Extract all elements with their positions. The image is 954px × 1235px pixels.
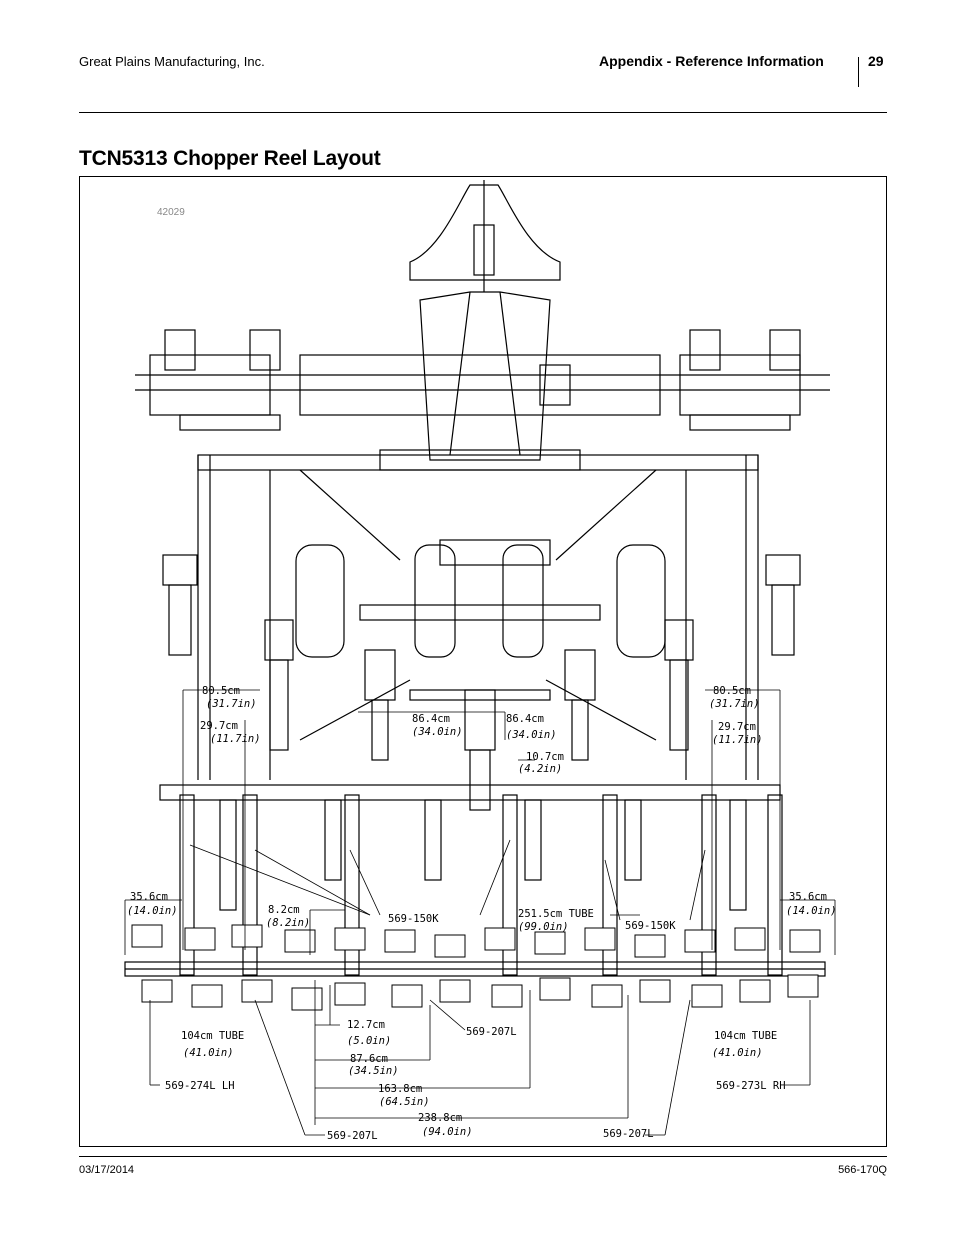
dim-label: (14.0in) [786,905,837,917]
dim-label: (4.2in) [518,763,562,775]
dim-label: (5.0in) [347,1035,391,1047]
page-number: 29 [868,53,884,69]
figure-id: 42029 [157,207,185,218]
dim-label: 8.2cm [268,904,300,916]
tongue-frame [419,291,551,461]
dim-label: 86.4cm [412,713,450,725]
control-box [539,364,571,406]
dim-label: 238.8cm [418,1112,462,1124]
dim-label: 87.6cm [350,1053,388,1065]
part-callout: 569-207L [327,1130,378,1142]
dim-label: (8.2in) [266,917,310,929]
main-frame-front [197,454,759,471]
dim-label: 35.6cm [789,891,827,903]
dim-label: (11.7in) [210,733,261,745]
figure-frame [79,176,887,1147]
tire-left-outer [295,544,345,658]
dim-label: 10.7cm [526,751,564,763]
dim-label: (64.5in) [379,1096,430,1108]
footer-date: 03/17/2014 [79,1164,135,1176]
dim-label: (41.0in) [712,1047,763,1059]
dim-label: 104cm TUBE [714,1030,777,1042]
part-callout: 569-273L RH [716,1080,786,1092]
dim-label: 104cm TUBE [181,1030,244,1042]
header-divider [858,57,859,87]
left-front-gang [149,354,271,416]
dim-label: (41.0in) [183,1047,234,1059]
tire-left-inner [414,544,456,658]
dim-label: (34.0in) [506,729,557,741]
dim-label: 86.4cm [506,713,544,725]
page-title: TCN5313 Chopper Reel Layout [79,147,381,170]
company-name: Great Plains Manufacturing, Inc. [79,54,265,69]
part-callout: 569-150K [388,913,439,925]
dim-label: (99.0in) [518,921,569,933]
dim-label: 29.7cm [200,720,238,732]
section-title: Appendix - Reference Information [599,53,824,69]
dim-label: (34.0in) [412,726,463,738]
dim-label: 80.5cm [202,685,240,697]
dim-label: (94.0in) [422,1126,473,1138]
dim-label: 35.6cm [130,891,168,903]
dim-label: 29.7cm [718,721,756,733]
part-callout: 569-207L [603,1128,654,1140]
footer-rule [79,1156,887,1157]
dim-label: (11.7in) [712,734,763,746]
dim-label: (34.5in) [348,1065,399,1077]
dim-label: (14.0in) [127,905,178,917]
dim-label: 163.8cm [378,1083,422,1095]
hitch-jack [473,224,495,276]
dim-label: 251.5cm TUBE [518,908,594,920]
dim-label: (31.7in) [206,698,257,710]
dim-label: 12.7cm [347,1019,385,1031]
part-callout: 569-207L [466,1026,517,1038]
hitch-plate [409,184,561,281]
tire-right-inner [502,544,544,658]
dim-label: 80.5cm [713,685,751,697]
part-callout: 569-150K [625,920,676,932]
footer-doc-number: 566-170Q [838,1164,887,1176]
part-callout: 569-274L LH [165,1080,235,1092]
axle-beam [439,539,551,566]
header-rule [79,112,887,113]
center-front-gang [299,354,661,416]
dim-label: (31.7in) [709,698,760,710]
tire-right-outer [616,544,666,658]
right-front-gang [679,354,801,416]
